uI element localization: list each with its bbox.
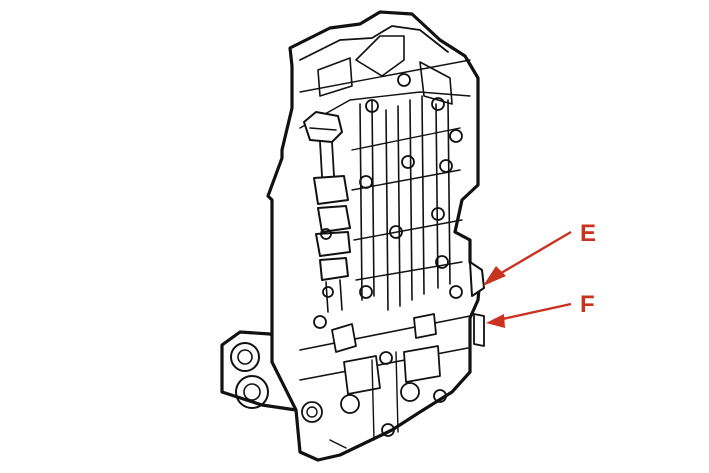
callout-e: E — [483, 220, 596, 286]
callout-f-leader — [497, 302, 572, 322]
top-plate-details — [299, 25, 471, 129]
valve-body-illustration — [220, 10, 485, 462]
callout-f-label: F — [580, 291, 595, 318]
solenoid-column — [303, 111, 351, 313]
callout-f-arrowhead — [486, 314, 505, 328]
callout-f: F — [486, 291, 595, 328]
callout-e-arrowhead — [483, 266, 506, 286]
callout-e-label: E — [580, 220, 596, 247]
callout-e-leader — [495, 230, 572, 278]
right-flange — [469, 261, 485, 347]
lower-valve-section — [299, 313, 471, 449]
